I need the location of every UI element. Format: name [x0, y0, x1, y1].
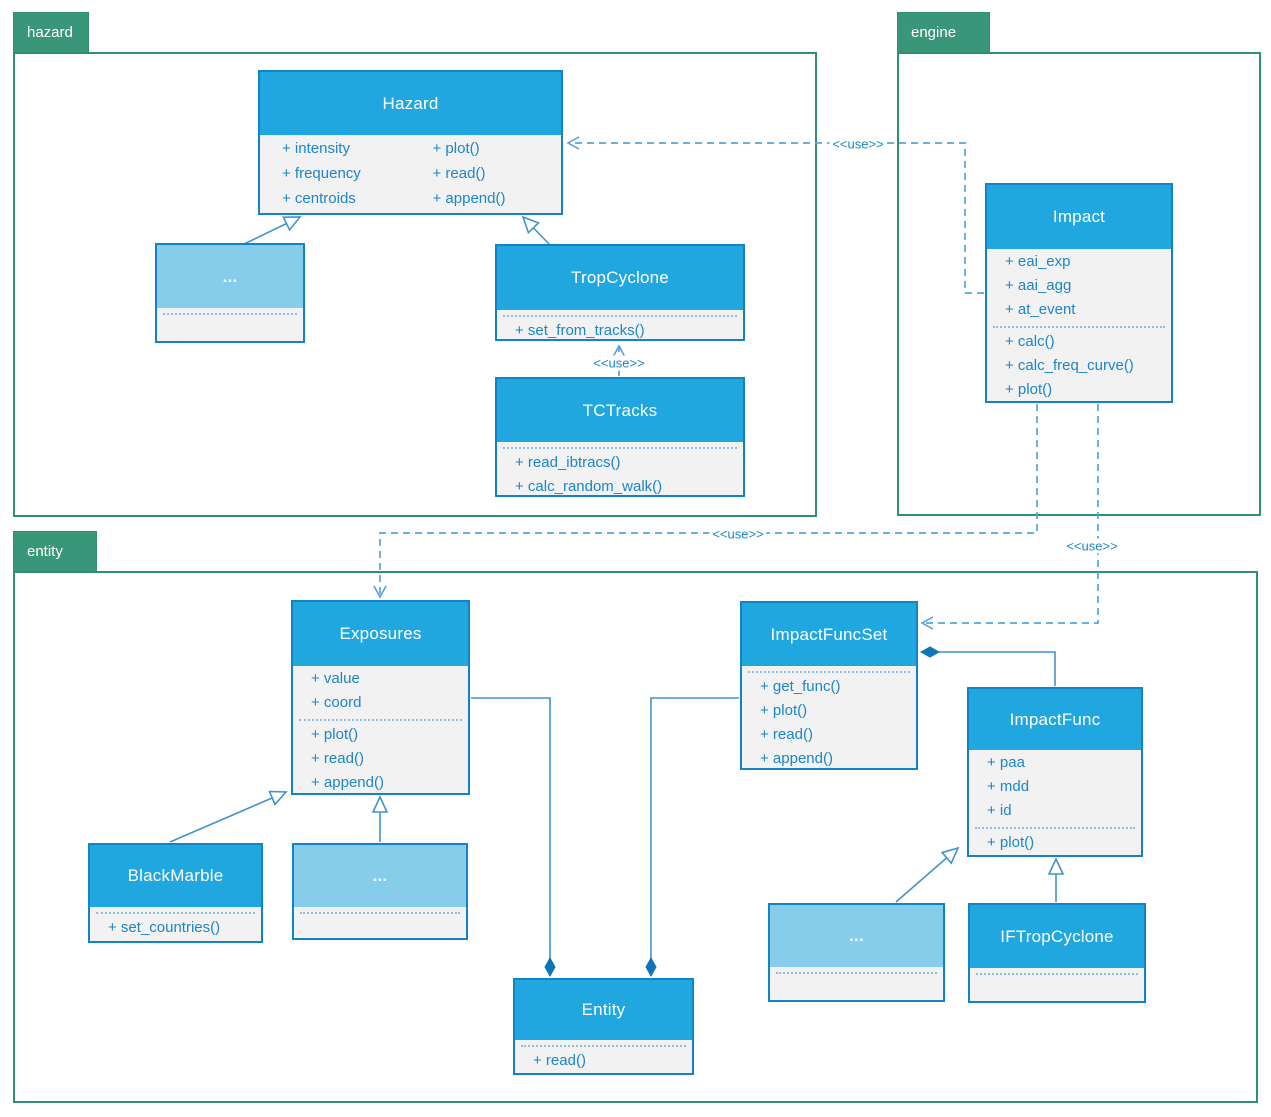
- class-member: + read(): [311, 750, 364, 767]
- class-member: + frequency: [282, 165, 361, 182]
- class-blackmarble: BlackMarble + set_countries(): [88, 843, 263, 943]
- class-member: + paa: [987, 754, 1025, 771]
- use-stereotype-label: <<use>>: [709, 526, 767, 542]
- class-member: + at_event: [1005, 301, 1076, 318]
- use-stereotype-label: <<use>>: [590, 355, 648, 371]
- class-member: + calc_freq_curve(): [1005, 357, 1134, 374]
- class-member: + aai_agg: [1005, 277, 1072, 294]
- class-entity-title: Entity: [515, 980, 692, 1040]
- use-impact-to-exposures: [373, 404, 1038, 599]
- member-separator: [976, 973, 1138, 975]
- class-exposures: Exposures + value + coord + plot() + rea…: [291, 600, 470, 795]
- class-tctracks-title: TCTracks: [497, 379, 743, 442]
- member-separator: [776, 972, 937, 974]
- class-exposures-other: ...: [292, 843, 468, 940]
- package-entity-body: [13, 571, 1258, 1103]
- class-impactfunc-other: ...: [768, 903, 945, 1002]
- inheritance-hazardother-to-hazard: [239, 217, 300, 247]
- member-separator: [300, 912, 460, 914]
- package-hazard-tab: hazard: [13, 12, 89, 53]
- member-separator: [521, 1045, 686, 1047]
- class-member: + read(): [432, 165, 486, 182]
- class-member: + append(): [432, 190, 506, 207]
- class-member: + read_ibtracs(): [515, 454, 621, 471]
- class-iftropcyclone-title: IFTropCyclone: [970, 905, 1144, 968]
- package-engine-body: [897, 52, 1261, 516]
- class-hazard-other: ...: [155, 243, 305, 343]
- class-member: + plot(): [760, 702, 808, 719]
- class-member: + value: [311, 670, 360, 687]
- inheritance-impactfuncother-to-impactfunc: [895, 848, 958, 903]
- class-member: + read(): [760, 726, 813, 743]
- class-member: + append(): [311, 774, 384, 791]
- class-member: + mdd: [987, 778, 1030, 795]
- class-member: + append(): [760, 750, 833, 767]
- class-impact-title: Impact: [987, 185, 1171, 249]
- class-member: + centroids: [282, 190, 356, 207]
- use-stereotype-label: <<use>>: [829, 136, 887, 152]
- class-hazard-title: Hazard: [260, 72, 561, 135]
- class-member: + get_func(): [760, 678, 841, 695]
- inheritance-tropcyclone-to-hazard: [523, 217, 551, 246]
- class-impactfuncset: ImpactFuncSet + get_func() + plot() + re…: [740, 601, 918, 770]
- member-separator: [503, 447, 737, 449]
- composition-impactfuncset-to-entity: [651, 697, 739, 976]
- class-entity: Entity + read(): [513, 978, 694, 1075]
- composition-impactfunc-to-impactfuncset: [921, 652, 1056, 686]
- class-member: + plot(): [432, 140, 480, 157]
- class-tropcyclone-title: TropCyclone: [497, 246, 743, 310]
- class-impactfunc-title: ImpactFunc: [969, 689, 1141, 750]
- member-separator: [503, 315, 737, 317]
- package-hazard-body: [13, 52, 817, 517]
- class-member: + set_countries(): [108, 919, 221, 936]
- class-member: + eai_exp: [1005, 253, 1071, 270]
- member-separator: [993, 326, 1165, 328]
- member-separator: [163, 313, 297, 315]
- package-engine-label: engine: [911, 24, 957, 41]
- member-separator: [748, 671, 910, 673]
- inheritance-blackmarble-to-exposures: [169, 792, 286, 843]
- member-separator: [975, 827, 1135, 829]
- composition-exposures-to-entity: [471, 697, 550, 976]
- class-member: + read(): [533, 1052, 586, 1069]
- package-engine-tab: engine: [897, 12, 990, 53]
- class-iftropcyclone: IFTropCyclone: [968, 903, 1146, 1003]
- class-member: + id: [987, 802, 1012, 819]
- class-tropcyclone: TropCyclone + set_from_tracks(): [495, 244, 745, 341]
- class-hazard-other-title: ...: [157, 245, 303, 308]
- class-impactfunc: ImpactFunc + paa + mdd + id + plot(): [967, 687, 1143, 857]
- class-member: + set_from_tracks(): [515, 322, 645, 339]
- class-blackmarble-title: BlackMarble: [90, 845, 261, 907]
- member-separator: [96, 912, 255, 914]
- class-impact: Impact + eai_exp + aai_agg + at_event + …: [985, 183, 1173, 403]
- class-tctracks: TCTracks + read_ibtracs() + calc_random_…: [495, 377, 745, 497]
- member-separator: [299, 719, 462, 721]
- class-hazard: Hazard + intensity + frequency + centroi…: [258, 70, 563, 215]
- class-member: + coord: [311, 694, 362, 711]
- class-member: + calc(): [1005, 333, 1055, 350]
- class-exposures-other-title: ...: [294, 845, 466, 907]
- class-impactfunc-other-title: ...: [770, 905, 943, 967]
- class-member: + plot(): [987, 834, 1035, 851]
- class-member: + plot(): [311, 726, 359, 743]
- class-impactfuncset-title: ImpactFuncSet: [742, 603, 916, 666]
- use-impact-to-impactfuncset: [920, 404, 1099, 630]
- package-hazard-label: hazard: [27, 24, 73, 41]
- class-exposures-title: Exposures: [293, 602, 468, 666]
- package-entity-tab: entity: [13, 531, 97, 572]
- class-member: + calc_random_walk(): [515, 478, 663, 495]
- use-stereotype-label: <<use>>: [1063, 538, 1121, 554]
- class-hazard-members: + intensity + frequency + centroids + pl…: [260, 135, 561, 211]
- package-entity-label: entity: [27, 543, 63, 560]
- class-member: + intensity: [282, 140, 350, 157]
- class-member: + plot(): [1005, 381, 1053, 398]
